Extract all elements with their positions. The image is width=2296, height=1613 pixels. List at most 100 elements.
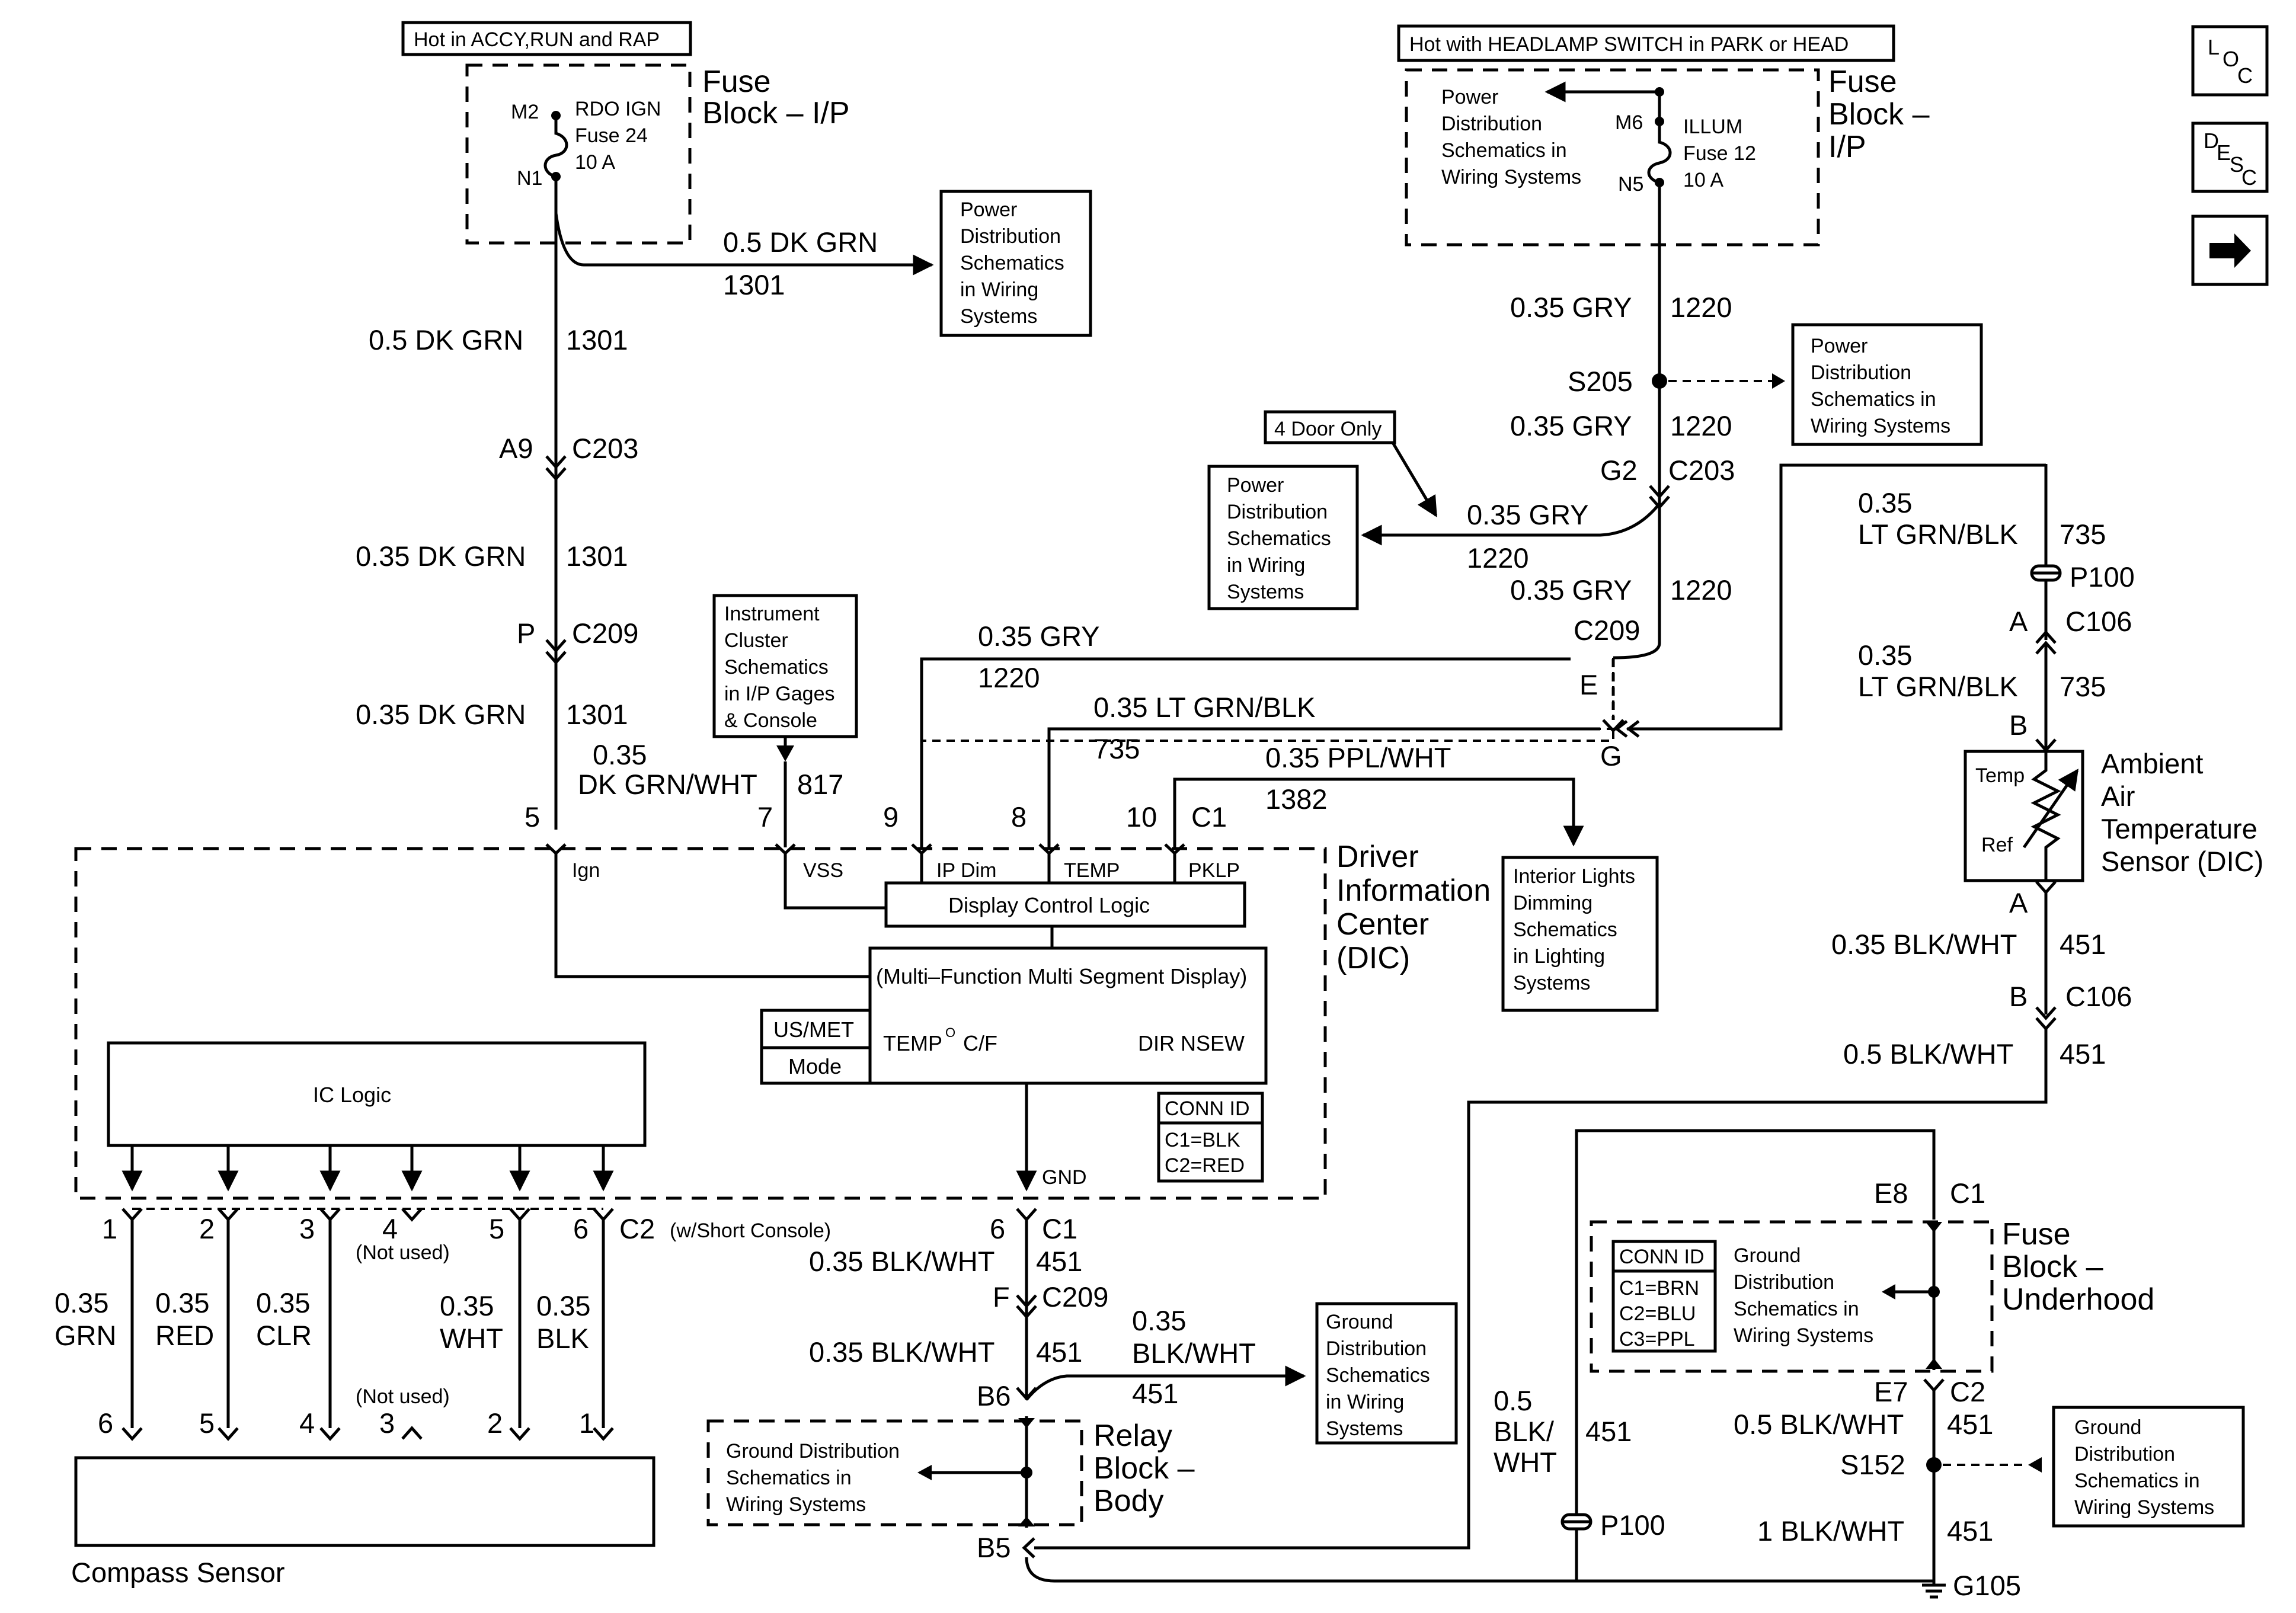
svg-text:C106: C106: [2065, 981, 2132, 1012]
svg-text:C106: C106: [2065, 606, 2132, 637]
svg-text:Ground: Ground: [2074, 1416, 2141, 1439]
svg-text:C2: C2: [1950, 1376, 1985, 1407]
svg-text:LT GRN/BLK: LT GRN/BLK: [1858, 671, 2018, 702]
svg-text:& Console: & Console: [724, 709, 817, 732]
svg-text:C209: C209: [572, 617, 638, 649]
wire-735-a-label: 0.35 LT GRN/BLK 735: [1093, 692, 1315, 764]
svg-text:4: 4: [299, 1407, 315, 1439]
dic-pin-5: 5: [525, 801, 540, 833]
connector-c209-f: F C209: [993, 1281, 1108, 1319]
svg-text:1301: 1301: [566, 324, 628, 356]
wire-451-f-label: 0.5 BLK/ WHT 451: [1494, 1385, 1632, 1478]
svg-text:0.35 GRY: 0.35 GRY: [1510, 574, 1632, 606]
wire-451-a-label: 0.35 BLK/WHT 451: [1831, 929, 2106, 960]
dic-c1: C1: [1191, 801, 1227, 833]
loc-button[interactable]: L O C: [2191, 25, 2269, 97]
svg-text:6: 6: [573, 1213, 589, 1244]
fuse-24-symbol: [543, 111, 568, 830]
wire-1301-a-label: 0.5 DK GRN 1301: [369, 324, 628, 356]
svg-text:Sensor (DIC): Sensor (DIC): [2101, 846, 2263, 877]
svg-text:0.35 GRY: 0.35 GRY: [978, 620, 1100, 652]
svg-text:1220: 1220: [1467, 542, 1529, 574]
svg-text:Schematics: Schematics: [1326, 1364, 1430, 1387]
header-right-text: Hot with HEADLAMP SWITCH in PARK or HEAD: [1409, 33, 1849, 56]
ref-ground-relay[interactable]: Ground Distribution Schematics in Wiring…: [726, 1440, 900, 1516]
desc-button[interactable]: D E S C: [2191, 121, 2269, 193]
svg-text:Distribution: Distribution: [1227, 501, 1328, 523]
dic-pin-10: 10: [1126, 801, 1157, 833]
wire-451-c-label: 0.35 BLK/WHT 451: [809, 1246, 1082, 1277]
compass-bottom-pins: 6 5 4 3 2 1: [98, 1407, 614, 1441]
svg-text:Interior Lights: Interior Lights: [1513, 865, 1635, 888]
svg-text:DIR NSEW: DIR NSEW: [1138, 1031, 1245, 1055]
svg-text:0.35: 0.35: [1132, 1305, 1186, 1336]
dic-box: [74, 847, 1327, 1200]
dic-pin-7: 7: [757, 801, 773, 833]
ref-instrument-cluster[interactable]: Instrument Cluster Schematics in I/P Gag…: [712, 594, 858, 738]
svg-text:C1=BRN: C1=BRN: [1619, 1277, 1699, 1300]
svg-text:C203: C203: [572, 433, 638, 464]
svg-text:0.35 DK GRN: 0.35 DK GRN: [356, 699, 526, 730]
svg-text:Temperature: Temperature: [2101, 813, 2257, 844]
fuse-block-ip-left-label: Fuse Block – I/P: [702, 65, 850, 130]
svg-text:Schematics: Schematics: [960, 252, 1064, 274]
svg-text:Ground: Ground: [1734, 1244, 1801, 1267]
next-page-button[interactable]: [2191, 215, 2269, 286]
svg-text:451: 451: [2060, 929, 2106, 960]
ref-power-distribution-s205[interactable]: Power Distribution Schematics in Wiring …: [1791, 323, 1983, 446]
ref-ground-b6[interactable]: Ground Distribution Schematics in Wiring…: [1315, 1302, 1458, 1445]
relay-splice: [1021, 1467, 1032, 1478]
ref-power-distribution-mid[interactable]: Power Distribution Schematics in Wiring …: [1207, 465, 1359, 610]
svg-text:C1: C1: [1950, 1177, 1985, 1209]
fuse-12-symbol: [1647, 87, 1672, 643]
svg-text:1: 1: [579, 1407, 594, 1439]
svg-text:2: 2: [199, 1213, 215, 1244]
svg-text:1382: 1382: [1265, 783, 1328, 815]
svg-text:0.35: 0.35: [536, 1290, 590, 1321]
svg-text:451: 451: [2060, 1038, 2106, 1070]
wire-1220-branch: [1361, 503, 1661, 546]
svg-text:Block – I/P: Block – I/P: [702, 96, 850, 130]
ref-interior-lights[interactable]: Interior Lights Dimming Schematics in Li…: [1501, 856, 1659, 1012]
svg-text:451: 451: [1036, 1336, 1082, 1368]
svg-text:Fuse: Fuse: [2002, 1217, 2071, 1252]
svg-text:1220: 1220: [1670, 574, 1732, 606]
connector-a2: A: [2009, 887, 2028, 918]
svg-text:S152: S152: [1840, 1449, 1905, 1480]
fuse-uh-conn-id: CONN ID C1=BRN C2=BLU C3=PPL: [1611, 1240, 1717, 1353]
wire-1220-d-label: 0.35 GRY 1220: [1510, 574, 1732, 606]
svg-text:Systems: Systems: [1513, 972, 1590, 994]
ref-power-distribution-top[interactable]: Power Distribution Schematics in Wiring …: [939, 190, 1092, 337]
fuse-block-ip-right-label: Fuse Block – I/P: [1828, 65, 1930, 164]
wire-1220-c-label: 0.35 GRY 1220: [1467, 499, 1589, 574]
sensor-temp: Temp: [1975, 764, 2025, 787]
wire-1301-branch-label: 0.5 DK GRN 1301: [723, 226, 878, 300]
wire-1220-b-label: 0.35 GRY 1220: [1510, 410, 1732, 441]
svg-text:1301: 1301: [723, 269, 785, 300]
svg-text:1220: 1220: [1670, 292, 1732, 323]
fuse-24-label: RDO IGN Fuse 24 10 A: [575, 98, 661, 174]
ref-ground-fuse-uh[interactable]: Ground Distribution Schematics in Wiring…: [1734, 1244, 1873, 1347]
svg-text:4 Door Only: 4 Door Only: [1274, 418, 1382, 440]
svg-text:Ground: Ground: [1326, 1311, 1393, 1333]
svg-text:Dimming: Dimming: [1513, 892, 1593, 914]
svg-text:10 A: 10 A: [1683, 169, 1723, 191]
svg-text:Schematics in: Schematics in: [1441, 139, 1567, 162]
pd-inside-fuse-block[interactable]: Power Distribution Schematics in Wiring …: [1441, 86, 1581, 188]
svg-text:GRN: GRN: [55, 1320, 116, 1351]
svg-text:0.35 BLK/WHT: 0.35 BLK/WHT: [1831, 929, 2017, 960]
ref-ground-s152[interactable]: Ground Distribution Schematics in Wiring…: [2052, 1406, 2245, 1528]
svg-text:Driver: Driver: [1336, 840, 1419, 874]
svg-text:451: 451: [1585, 1416, 1632, 1447]
pin4-not-used: (Not used): [356, 1241, 450, 1264]
svg-text:0.5 BLK/WHT: 0.5 BLK/WHT: [1843, 1038, 2013, 1070]
svg-text:WHT: WHT: [1494, 1446, 1557, 1478]
svg-text:Power: Power: [960, 199, 1017, 221]
wire-817-label: 0.35 DK GRN/WHT 817: [578, 739, 843, 800]
ref-four-door: 4 Door Only: [1264, 410, 1396, 444]
svg-text:WHT: WHT: [440, 1323, 503, 1354]
svg-text:(Multi–Function Multi Segment: (Multi–Function Multi Segment Display): [876, 964, 1247, 988]
wire-451-d-label: 0.35 BLK/WHT 451: [809, 1336, 1082, 1368]
svg-text:C203: C203: [1668, 455, 1735, 486]
